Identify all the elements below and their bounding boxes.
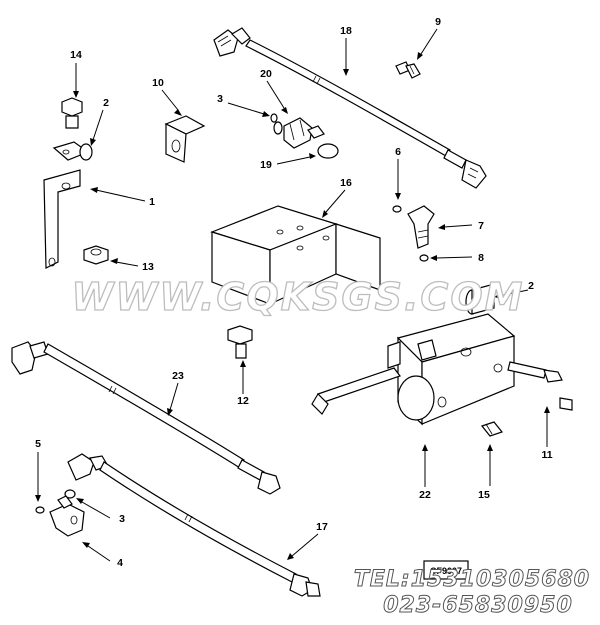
- hose-18: [213, 27, 487, 189]
- elbow-7: [407, 205, 435, 249]
- callout-5: 5: [35, 438, 41, 450]
- valve-block-22: [311, 313, 516, 426]
- bolt-12: [227, 325, 253, 359]
- o-ring-8: [419, 254, 429, 262]
- drawing-tag: CF9007: [423, 560, 469, 580]
- callout-10: 10: [152, 77, 164, 89]
- bolt-11: [507, 361, 573, 411]
- phone-watermark: 023-65830950: [383, 593, 573, 618]
- callout-6: 6: [395, 146, 401, 158]
- sensor-21: [465, 283, 495, 315]
- mounting-bracket-16: [210, 205, 381, 305]
- callout-2-right: 2: [528, 280, 534, 292]
- hose-23: [11, 341, 281, 495]
- o-ring-3-upper: [270, 113, 278, 123]
- adapter-20: [273, 117, 325, 149]
- elbow-4: [49, 495, 85, 537]
- callout-leaders: [35, 28, 550, 562]
- callout-19: 19: [260, 159, 272, 171]
- callout-22: 22: [419, 489, 431, 501]
- callout-15: 15: [478, 489, 490, 501]
- hose-17: [67, 453, 321, 597]
- callout-4: 4: [117, 557, 123, 569]
- clamp-2: [52, 141, 93, 161]
- callout-3-lower: 3: [119, 513, 125, 525]
- callout-3-upper: 3: [217, 93, 223, 105]
- callout-1: 1: [149, 196, 155, 208]
- callout-labels: 14 2 10 3 20 19 18 9 1 13 16 6 7 8 2 12 …: [35, 16, 553, 569]
- callout-20: 20: [260, 68, 272, 80]
- o-ring-5: [35, 506, 45, 514]
- o-ring-19: [317, 143, 339, 159]
- callout-14: 14: [70, 49, 82, 61]
- callout-11: 11: [541, 449, 552, 461]
- callout-17: 17: [316, 521, 328, 533]
- callout-2: 2: [103, 97, 109, 109]
- callout-8: 8: [478, 252, 484, 264]
- drawing-tag-label: CF9007: [430, 566, 462, 576]
- o-ring-3-lower: [64, 489, 76, 499]
- bolt-14: [61, 97, 83, 129]
- callout-9: 9: [435, 16, 441, 28]
- callout-23: 23: [172, 370, 184, 382]
- site-watermark: WWW.CQKSGS.COM: [72, 275, 525, 319]
- bracket-1: [43, 169, 81, 269]
- callout-18: 18: [340, 25, 352, 37]
- callout-12: 12: [237, 395, 249, 407]
- o-ring-6: [392, 205, 402, 213]
- fitting-15: [480, 421, 504, 437]
- callout-7: 7: [478, 220, 484, 232]
- tel-watermark: TEL:15310305680: [354, 567, 590, 592]
- fitting-9: [395, 61, 421, 79]
- callout-13: 13: [142, 261, 154, 273]
- bracket-10: [164, 115, 206, 163]
- callout-16: 16: [340, 177, 352, 189]
- nut-13: [83, 245, 109, 265]
